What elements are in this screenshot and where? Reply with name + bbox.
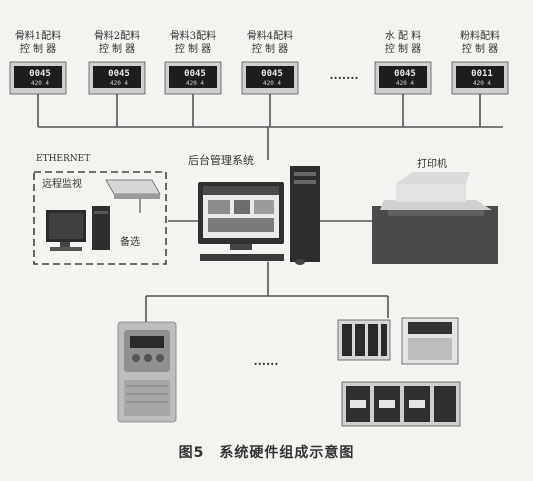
controller-label-line2: 控 制 器	[98, 44, 136, 55]
ethernet-label: ETHERNET	[36, 154, 91, 164]
router-icon	[105, 179, 161, 213]
controller-display: 0045	[261, 69, 283, 79]
controller-display: 0045	[394, 69, 416, 79]
controller-display: 0045	[184, 69, 206, 79]
inverter-icon	[117, 321, 177, 423]
controller-label-line1: 骨料4配料	[246, 31, 294, 42]
controller-label: 水 配 料控 制 器	[371, 30, 435, 56]
controller-display: 0011	[471, 69, 493, 79]
ellipsis-bottom: ······	[253, 357, 279, 371]
remote-monitor-box	[33, 171, 167, 265]
controller-label-line2: 控 制 器	[461, 44, 499, 55]
server-computer-icon	[198, 166, 320, 265]
controller-label-line1: 粉料配料	[460, 31, 500, 42]
remote-monitor-label: 远程监视	[42, 179, 82, 190]
controller-label: 骨料2配料控 制 器	[85, 30, 149, 56]
server-label: 后台管理系统	[188, 154, 254, 167]
controller-subdisplay: 420 4	[110, 80, 128, 87]
controller-label-line1: 水 配 料	[384, 31, 422, 42]
controller-display: 0045	[108, 69, 130, 79]
controller-subdisplay: 420 4	[396, 80, 414, 87]
figure-caption: 图5 系统硬件组成示意图	[178, 445, 355, 461]
controller-label: 骨料4配料控 制 器	[238, 30, 302, 56]
backup-label: 备选	[120, 237, 140, 248]
controller-label-line2: 控 制 器	[251, 44, 289, 55]
ellipsis-top: ·······	[329, 71, 359, 85]
controller-label-line1: 骨料3配料	[169, 31, 217, 42]
controller-label: 粉料配料控 制 器	[448, 30, 512, 56]
controller-label-line2: 控 制 器	[19, 44, 57, 55]
controller-subdisplay: 420 4	[263, 80, 281, 87]
controller-display: 0045	[29, 69, 51, 79]
printer-icon	[372, 172, 498, 264]
controller-label: 骨料3配料控 制 器	[161, 30, 225, 56]
controller-label: 骨料1配料控 制 器	[6, 30, 70, 56]
controller-label-line1: 骨料1配料	[14, 31, 62, 42]
controller-subdisplay: 420 4	[31, 80, 49, 87]
controller-label-line1: 骨料2配料	[93, 31, 141, 42]
printer-label: 打印机	[417, 159, 447, 170]
controller-subdisplay: 420 4	[473, 80, 491, 87]
remote-computer-icon	[46, 206, 110, 251]
relay-group-icon	[337, 317, 461, 427]
controller-subdisplay: 420 4	[186, 80, 204, 87]
controller-label-line2: 控 制 器	[174, 44, 212, 55]
controller-label-line2: 控 制 器	[384, 44, 422, 55]
top-bus	[37, 93, 503, 322]
